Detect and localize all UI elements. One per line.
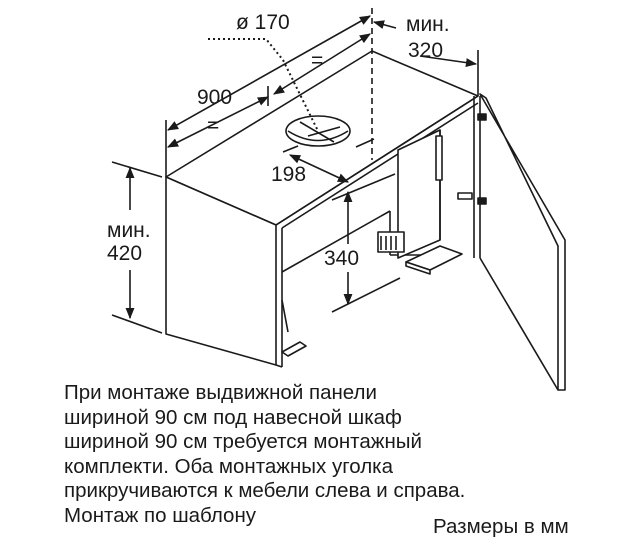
note-line: При монтаже выдвижной панели <box>64 381 377 404</box>
width-label: 900 <box>197 86 233 109</box>
inner-height-label: 340 <box>324 247 360 270</box>
duct-opening <box>285 115 351 147</box>
height-dimension <box>111 161 163 334</box>
note-line: шириной 90 см под навесной шкаф <box>64 405 402 429</box>
offset-dimension <box>282 138 375 183</box>
depth-min-value: 320 <box>408 39 444 62</box>
height-min-label: мин. <box>107 219 151 242</box>
equal-mark-1: = <box>207 114 220 137</box>
height-min-value: 420 <box>107 242 143 265</box>
inner-height-dimension <box>331 173 401 313</box>
left-bracket <box>281 299 307 357</box>
depth-min-label: мин. <box>406 13 450 36</box>
units-label: Размеры в мм <box>433 515 569 538</box>
note-line: Монтаж по шаблону <box>64 503 257 527</box>
duct-offset-label: 198 <box>271 163 307 186</box>
equal-mark-2: = <box>311 49 324 72</box>
cabinet-door <box>457 93 566 391</box>
note-line: прикручиваются к мебели слева и справа. <box>64 479 466 503</box>
mounting-bracket <box>377 129 463 275</box>
depth-dimension <box>372 20 479 96</box>
width-dimension <box>165 15 371 177</box>
duct-diameter-label: ø 170 <box>236 11 290 34</box>
note-line: шириной 90 см требуется монтажный <box>64 430 422 454</box>
note-line: комплекти. Оба монтажных уголка <box>64 454 394 478</box>
installation-note: При монтаже выдвижной панели шириной 90 … <box>64 381 465 529</box>
